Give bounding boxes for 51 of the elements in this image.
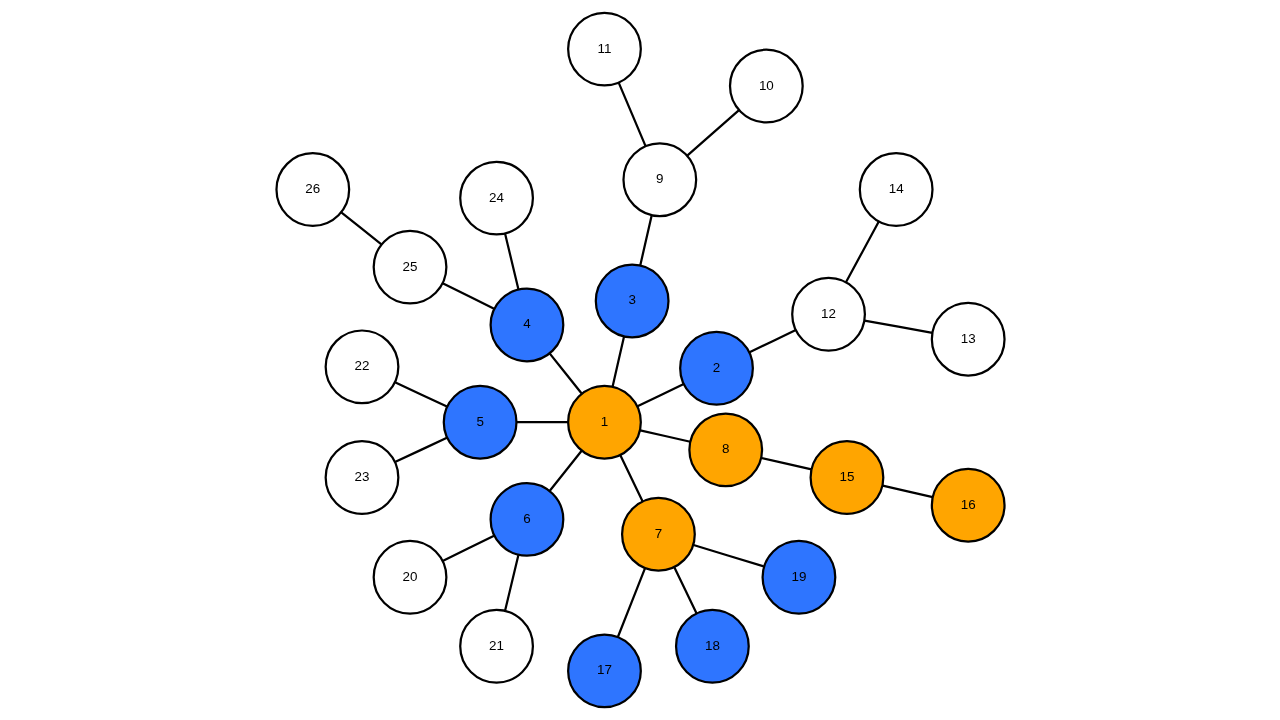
connector — [617, 82, 647, 147]
node-circle: 24 — [458, 160, 534, 236]
node-circle: 1 — [566, 384, 642, 460]
connector — [516, 421, 568, 424]
connector — [340, 211, 382, 246]
connector — [672, 566, 698, 614]
connector — [760, 456, 812, 471]
connector — [638, 214, 653, 266]
node-circle: 7 — [620, 496, 696, 572]
node-circle: 9 — [621, 142, 697, 218]
connector — [394, 381, 447, 408]
node-circle: 16 — [930, 467, 1006, 543]
connector — [686, 109, 740, 157]
connector — [548, 352, 582, 395]
connector — [881, 484, 933, 499]
node-circle: 25 — [372, 229, 447, 305]
connector — [844, 221, 880, 283]
connector — [748, 329, 796, 354]
node-circle: 13 — [930, 301, 1006, 377]
node-circle: 6 — [489, 481, 564, 557]
node-circle: 19 — [760, 539, 836, 615]
connector — [863, 319, 933, 334]
connector — [636, 383, 684, 408]
node-circle: 8 — [687, 412, 763, 488]
connector — [394, 436, 447, 464]
node-circle: 14 — [858, 152, 934, 228]
node-circle: 23 — [324, 440, 399, 515]
connector — [639, 429, 690, 443]
connector — [618, 454, 644, 502]
connector — [616, 567, 646, 638]
connector — [692, 543, 764, 568]
node-circle: 12 — [790, 276, 866, 352]
node-circle: 21 — [458, 608, 534, 684]
node-circle: 11 — [566, 11, 642, 87]
node-circle: 15 — [809, 440, 884, 515]
node-circle: 20 — [372, 539, 447, 615]
node-circle: 2 — [678, 330, 754, 406]
node-circle: 5 — [442, 384, 518, 460]
connector — [503, 233, 519, 290]
node-circle: 22 — [324, 329, 399, 405]
connector — [503, 554, 519, 612]
node-circle: 3 — [594, 263, 670, 339]
connector — [548, 450, 582, 492]
node-circle: 17 — [566, 633, 642, 709]
connector — [441, 534, 495, 563]
connector — [611, 336, 625, 387]
node-circle: 4 — [489, 287, 564, 363]
node-circle: 18 — [674, 608, 750, 684]
connector — [441, 282, 495, 310]
node-circle: 10 — [728, 48, 804, 124]
node-circle: 26 — [274, 152, 350, 228]
